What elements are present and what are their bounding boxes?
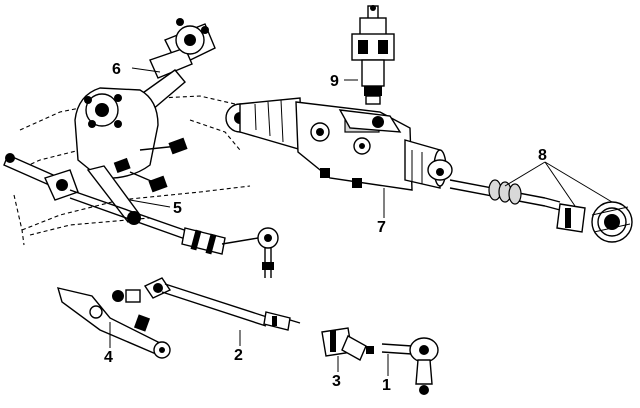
- callout-1: 1: [382, 377, 391, 394]
- idler-arm: [56, 287, 171, 359]
- callout-7: 7: [377, 219, 386, 236]
- inner-tie-rod-set: [449, 179, 633, 243]
- tie-rod-drag-link: [112, 277, 301, 331]
- leader-lines: [109, 67, 613, 376]
- callout-6: 6: [112, 61, 121, 78]
- control-valve: [351, 5, 395, 105]
- callout-3: 3: [332, 373, 341, 390]
- callout-8: 8: [538, 147, 547, 164]
- callout-2: 2: [234, 347, 243, 364]
- callout-9: 9: [330, 73, 339, 90]
- callout-5: 5: [173, 200, 182, 217]
- outer-tie-rod-end: [381, 337, 439, 395]
- steering-gear-box: [74, 18, 216, 225]
- rack-and-pinion-housing: [225, 97, 453, 191]
- adjusting-sleeve: [321, 327, 374, 361]
- center-link-assembly: [3, 153, 279, 278]
- callout-4: 4: [104, 349, 113, 366]
